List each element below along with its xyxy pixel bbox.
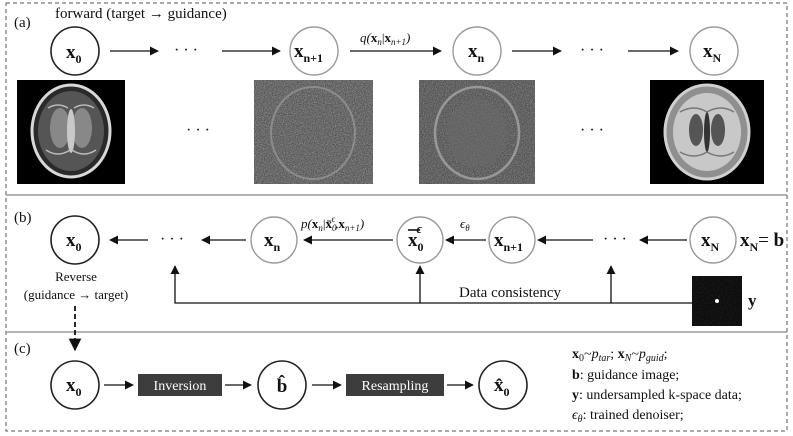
eps-theta-label: ϵθ — [460, 216, 470, 233]
node-x0bar-b — [396, 216, 444, 264]
inversion-label: Inversion — [154, 379, 207, 394]
node-xn-a — [452, 26, 502, 76]
node-xn1-a — [289, 26, 339, 76]
node-x0hat-c-text: x̂0 — [494, 375, 510, 399]
node-xn-a-text: xn — [468, 41, 485, 65]
panel-a-label: (a) — [14, 15, 31, 31]
y-label: y — [748, 291, 757, 310]
mri-image-guidance-t1 — [650, 80, 764, 184]
node-x0hat-c — [478, 360, 528, 410]
node-x0-a-text: x0 — [66, 42, 82, 66]
node-xN-a — [689, 26, 739, 76]
panel-a-title: forward (target → guidance) — [55, 6, 227, 22]
node-x0-c-text: x0 — [66, 375, 82, 399]
node-xn1-b — [488, 216, 536, 264]
data-consistency-line — [170, 265, 692, 304]
dots-b-1: · · · — [160, 231, 184, 248]
dots-a-1: · · · — [174, 42, 198, 59]
resampling-label: Resampling — [362, 379, 429, 394]
xN-equals-b: xN= b — [740, 230, 784, 254]
node-xn-b-text: xn — [264, 230, 281, 254]
p-label: p(xn|x̄0ϵ,xn+1) — [300, 214, 364, 233]
reverse-label-line2: (guidance → target) — [24, 287, 128, 302]
outer-frame — [5, 2, 788, 432]
panel-b-label: (b) — [14, 210, 32, 226]
legend-line-4: ϵθ: trained denoiser; — [572, 408, 684, 425]
panel-c-label: (c) — [14, 341, 31, 357]
legend-line-2: b: guidance image; — [572, 368, 679, 383]
node-bhat-c-text: b̂ — [277, 375, 288, 397]
dots-b-2: · · · — [603, 231, 627, 248]
reverse-label-line1: Reverse — [55, 269, 97, 284]
panel-c: (c) x0 Inversion b̂ Resampling x̂0 x0~pt… — [14, 341, 742, 425]
node-x0-b-text: x0 — [66, 230, 82, 254]
mri-image-clean-flair — [17, 80, 125, 184]
node-xn-b — [250, 216, 298, 264]
data-consistency-label: Data consistency — [459, 285, 562, 301]
node-xn1-b-text: xn+1 — [494, 230, 523, 254]
mri-image-noisy-1 — [254, 80, 373, 184]
node-x0-b — [50, 215, 100, 265]
node-x0-c — [50, 360, 100, 410]
kspace-image — [692, 276, 742, 326]
node-xN-b-text: xN — [701, 230, 720, 254]
node-xN-b — [689, 216, 737, 264]
dots-a-img-2: · · · — [580, 122, 604, 139]
node-x0bar-b-text: x0ϵ — [408, 221, 424, 254]
panel-a: (a) forward (target → guidance) x0 xn+1 … — [14, 6, 764, 184]
node-xn1-a-text: xn+1 — [294, 41, 323, 65]
node-bhat-c — [257, 360, 307, 410]
legend-line-3: y: undersampled k-space data; — [572, 388, 742, 403]
node-xN-a-text: xN — [703, 41, 722, 65]
dots-a-2: · · · — [580, 42, 604, 59]
panel-b: (b) x0 · · · xn x0ϵ xn+1 · · · xN xN= b … — [14, 210, 784, 352]
legend-line-1: x0~ptar; xN~pguid; — [572, 347, 668, 364]
mri-image-noisy-2 — [419, 80, 535, 184]
dots-a-img-1: · · · — [186, 122, 210, 139]
q-label: q(xn|xn+1) — [360, 30, 410, 47]
resampling-box — [346, 374, 444, 396]
inversion-box — [138, 374, 222, 396]
node-x0-a — [50, 26, 100, 76]
